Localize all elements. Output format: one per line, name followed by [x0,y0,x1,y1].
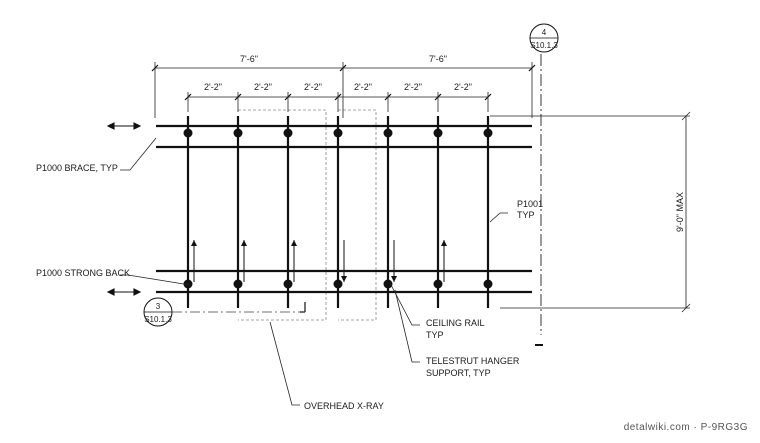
dim-spacing-5: 2'-2" [404,82,422,92]
dim-bay-right: 7'-6" [429,54,447,64]
post-7-top-dot [483,128,493,138]
section-tag-bottom-sheet: S10.1.3 [144,315,172,324]
post-5 [383,116,393,308]
label-ceiling-rail: CEILING RAIL [426,318,485,328]
post-1 [183,116,193,308]
post-6 [433,116,443,308]
label-brace: P1000 BRACE, TYP [36,163,118,173]
post-2-bottom-dot [233,279,243,289]
hanger-arrow-2 [241,240,247,282]
bay-tick-2 [339,64,347,72]
post-3 [283,116,293,308]
section-tag-top-number: 4 [542,28,547,37]
section-tag-top-sheet: S10.1.3 [530,41,558,50]
post-2 [233,116,243,308]
vertical-posts [183,116,493,308]
section-tag-top: 4 S10.1.3 [529,23,559,53]
label-p1001-typ: TYP [517,210,535,220]
post-5-top-dot [383,128,393,138]
post-1-top-dot [183,128,193,138]
dim-bay-left: 7'-6" [240,54,258,64]
dim-height-max: 9'-0" MAX [675,192,685,232]
hanger-arrow-6 [441,240,447,282]
dim-spacing-2: 2'-2" [254,82,272,92]
post-6-bottom-dot [433,279,443,289]
dimension-ticks [151,64,536,112]
post-1-bottom-dot [183,279,193,289]
post-4-top-dot [333,128,343,138]
leader-lines [120,137,508,406]
post-6-top-dot [433,128,443,138]
dim-spacing-1: 2'-2" [204,82,222,92]
post-5-bottom-dot [383,279,393,289]
label-telestrut: TELESTRUT HANGER [426,356,520,366]
brace-arrows [106,122,142,296]
height-dimension [490,111,691,313]
post-4 [333,116,343,308]
post-2-top-dot [233,128,243,138]
hanger-arrow-5 [391,240,397,282]
post-3-top-dot [283,128,293,138]
label-overhead-xray: OVERHEAD X-RAY [304,401,384,411]
hanger-arrows [191,240,447,282]
hanger-arrow-3 [291,240,297,282]
label-telestrut-support: SUPPORT, TYP [426,368,491,378]
hanger-arrow-4 [341,240,347,282]
post-4-bottom-dot [333,279,343,289]
dim-spacing-4: 2'-2" [354,82,372,92]
hanger-arrow-1 [191,240,197,282]
post-7-bottom-dot [483,279,493,289]
overhead-xray-outline [238,109,377,321]
section-tag-bottom: 3 S10.1.3 [143,297,300,327]
label-ceiling-rail-typ: TYP [426,330,444,340]
bay-tick-3 [528,64,536,72]
post-7 [483,116,493,308]
dim-spacing-6: 2'-2" [454,82,472,92]
label-p1001: P1001 [517,199,543,209]
post-3-bottom-dot [283,279,293,289]
bay-tick-1 [151,64,159,72]
label-strong-back: P1000 STRONG BACK [36,268,130,278]
section-tag-bottom-number: 3 [156,302,161,311]
dim-spacing-3: 2'-2" [304,82,322,92]
watermark: detalwiki.com · P-9RG3G [624,422,748,433]
